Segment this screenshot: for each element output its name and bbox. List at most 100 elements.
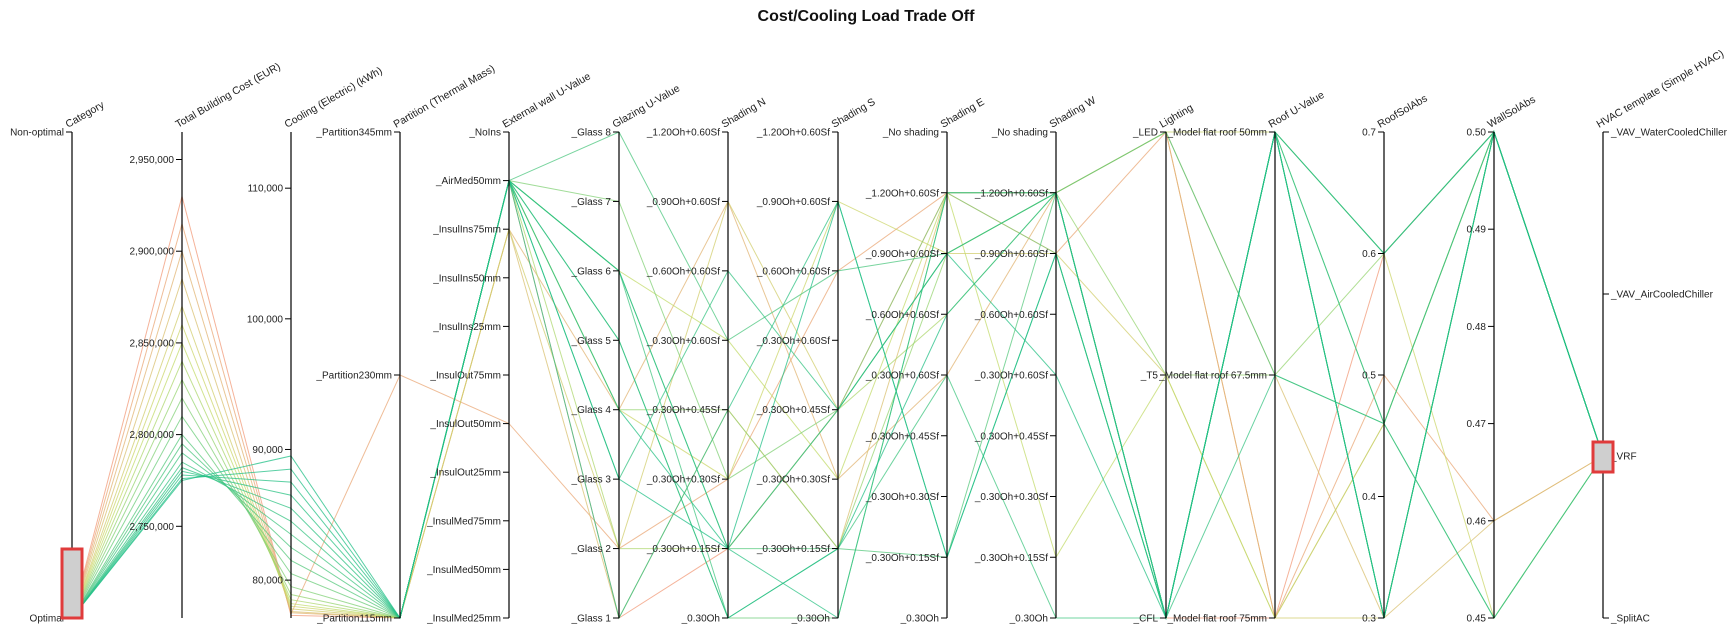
- tick-label: _0.30Oh+0.15Sf: [756, 544, 830, 555]
- axis-hvac-template-simple-hvac: _VAV_WaterCooledChiller _VAV_AirCooledChi…: [1595, 48, 1728, 625]
- axis-label: Glazing U-Value: [611, 82, 683, 130]
- tick-label: _InsulOut75mm: [429, 371, 501, 382]
- tick-label: _0.30Oh+0.45Sf: [974, 431, 1048, 442]
- axis-label: Shading E: [939, 96, 987, 131]
- tick-label: _No shading: [991, 128, 1048, 139]
- tick-label: 0.45: [1467, 614, 1487, 625]
- chart-title: Cost/Cooling Load Trade Off: [758, 8, 976, 25]
- tick-label: 0.47: [1467, 419, 1487, 430]
- axis-label: WallSolAbs: [1486, 94, 1538, 131]
- tick-label: _Partition230mm: [315, 371, 392, 382]
- axis-label: RoofSolAbs: [1376, 92, 1430, 130]
- tick-label: _LED: [1132, 128, 1158, 139]
- tick-label: _0.30Oh+0.30Sf: [865, 492, 939, 503]
- tick-label: _Glass 2: [571, 544, 612, 555]
- tick-label: _InsulIns50mm: [432, 273, 501, 284]
- tick-label: 110,000: [248, 184, 284, 195]
- tick-label: _0.30Oh+0.15Sf: [646, 544, 720, 555]
- axis-label: External wall U-Value: [501, 70, 593, 130]
- tick-label: 2,800,000: [130, 430, 175, 441]
- tick-label: _InsulIns75mm: [432, 225, 501, 236]
- tick-label: _0.30Oh+0.30Sf: [756, 475, 830, 486]
- tick-label: _AirMed50mm: [435, 176, 501, 187]
- axis-shading-s: _1.20Oh+0.60Sf_0.90Oh+0.60Sf_0.60Oh+0.60…: [756, 96, 878, 625]
- tick-label: _0.30Oh: [681, 614, 720, 625]
- tick-label: _VRF: [1610, 452, 1637, 463]
- axes-layer: Non-optimalOptimalCategory2,750,0002,800…: [10, 48, 1728, 625]
- tick-label: _Glass 6: [571, 266, 612, 277]
- tick-label: _0.60Oh+0.60Sf: [646, 266, 720, 277]
- axis-label: Cooling (Electric) (kWh): [283, 65, 385, 131]
- axis-total-building-cost-eur: 2,750,0002,800,0002,850,0002,900,0002,95…: [130, 61, 283, 618]
- tick-label: _0.90Oh+0.60Sf: [974, 249, 1048, 260]
- tick-label: _0.60Oh+0.60Sf: [865, 310, 939, 321]
- brush-category[interactable]: [60, 547, 84, 620]
- tick-label: _0.90Oh+0.60Sf: [756, 197, 830, 208]
- brushes-layer[interactable]: [60, 440, 1615, 620]
- tick-label: _No shading: [882, 128, 939, 139]
- tick-label: _InsulMed75mm: [426, 516, 501, 527]
- tick-label: _Model flat roof 50mm: [1167, 128, 1268, 139]
- tick-label: _Glass 8: [571, 128, 612, 139]
- tick-label: _InsulMed25mm: [426, 614, 501, 625]
- axis-external-wall-u-value: _NoIns _AirMed50mm _InsulIns75mm _InsulIns5…: [426, 70, 593, 624]
- tick-label: 0.46: [1467, 516, 1487, 527]
- tick-label: 0.4: [1362, 492, 1376, 503]
- tick-label: _0.30Oh+0.45Sf: [865, 431, 939, 442]
- tick-label: _0.30Oh: [791, 614, 830, 625]
- tick-label: _1.20Oh+0.60Sf: [646, 128, 720, 139]
- axis-label: Roof U-Value: [1267, 89, 1327, 131]
- tick-label: _T5: [1140, 371, 1159, 382]
- tick-label: _SplitAC: [1610, 614, 1650, 625]
- tick-label: 0.6: [1362, 249, 1376, 260]
- tick-label: 0.7: [1362, 128, 1376, 139]
- tick-label: _0.30Oh+0.30Sf: [974, 492, 1048, 503]
- tick-label: 2,950,000: [130, 155, 175, 166]
- tick-label: Non-optimal: [10, 128, 64, 139]
- tick-label: 2,900,000: [130, 247, 175, 258]
- tick-label: _0.30Oh: [1009, 614, 1048, 625]
- tick-label: _0.30Oh+0.60Sf: [756, 336, 830, 347]
- brush-hvac-template-simple-hvac[interactable]: [1591, 440, 1615, 474]
- tick-label: _0.60Oh+0.60Sf: [756, 266, 830, 277]
- tick-label: _0.30Oh+0.30Sf: [646, 475, 720, 486]
- tick-label: _Glass 3: [571, 475, 612, 486]
- tick-label: _Glass 5: [571, 336, 612, 347]
- tick-label: _0.30Oh+0.45Sf: [756, 405, 830, 416]
- tick-label: 0.49: [1467, 225, 1487, 236]
- tick-label: _0.90Oh+0.60Sf: [646, 197, 720, 208]
- tick-label: _InsulOut50mm: [429, 419, 501, 430]
- axis-label: Partition (Thermal Mass): [392, 63, 498, 131]
- tick-label: _Partition345mm: [315, 128, 392, 139]
- axis-shading-w: _No shading_1.20Oh+0.60Sf_0.90Oh+0.60Sf_…: [974, 94, 1098, 624]
- tick-label: _0.30Oh+0.60Sf: [646, 336, 720, 347]
- tick-label: _CFL: [1133, 614, 1159, 625]
- axis-label: Category: [64, 99, 108, 131]
- tick-label: _VAV_AirCooledChiller: [1610, 290, 1714, 301]
- tick-label: _0.60Oh+0.60Sf: [974, 310, 1048, 321]
- tick-label: _VAV_WaterCooledChiller: [1610, 128, 1728, 139]
- tick-label: 90,000: [252, 445, 283, 456]
- tick-label: _NoIns: [468, 128, 501, 139]
- tick-label: _0.30Oh+0.45Sf: [646, 405, 720, 416]
- tick-label: _0.30Oh+0.60Sf: [974, 371, 1048, 382]
- axis-shading-n: _1.20Oh+0.60Sf _0.90Oh+0.60Sf _0.60Oh+0.60…: [646, 96, 768, 625]
- tick-label: _Partition115mm: [316, 614, 392, 625]
- tick-label: _Glass 7: [571, 197, 612, 208]
- axis-label: Shading W: [1048, 94, 1099, 130]
- tick-label: _0.30Oh+0.15Sf: [974, 553, 1048, 564]
- axis-label: HVAC template (Simple HVAC): [1595, 48, 1726, 131]
- axis-label: Shading S: [830, 96, 878, 131]
- tick-label: 2,850,000: [130, 338, 175, 349]
- tick-label: _InsulIns25mm: [432, 322, 501, 333]
- tick-label: _0.90Oh+0.60Sf: [865, 249, 939, 260]
- tick-label: _0.30Oh+0.15Sf: [865, 553, 939, 564]
- tick-label: _1.20Oh+0.60Sf: [865, 188, 939, 199]
- tick-label: _Glass 1: [571, 614, 612, 625]
- tick-label: Optimal: [30, 614, 64, 625]
- axis-label: Shading N: [720, 96, 768, 131]
